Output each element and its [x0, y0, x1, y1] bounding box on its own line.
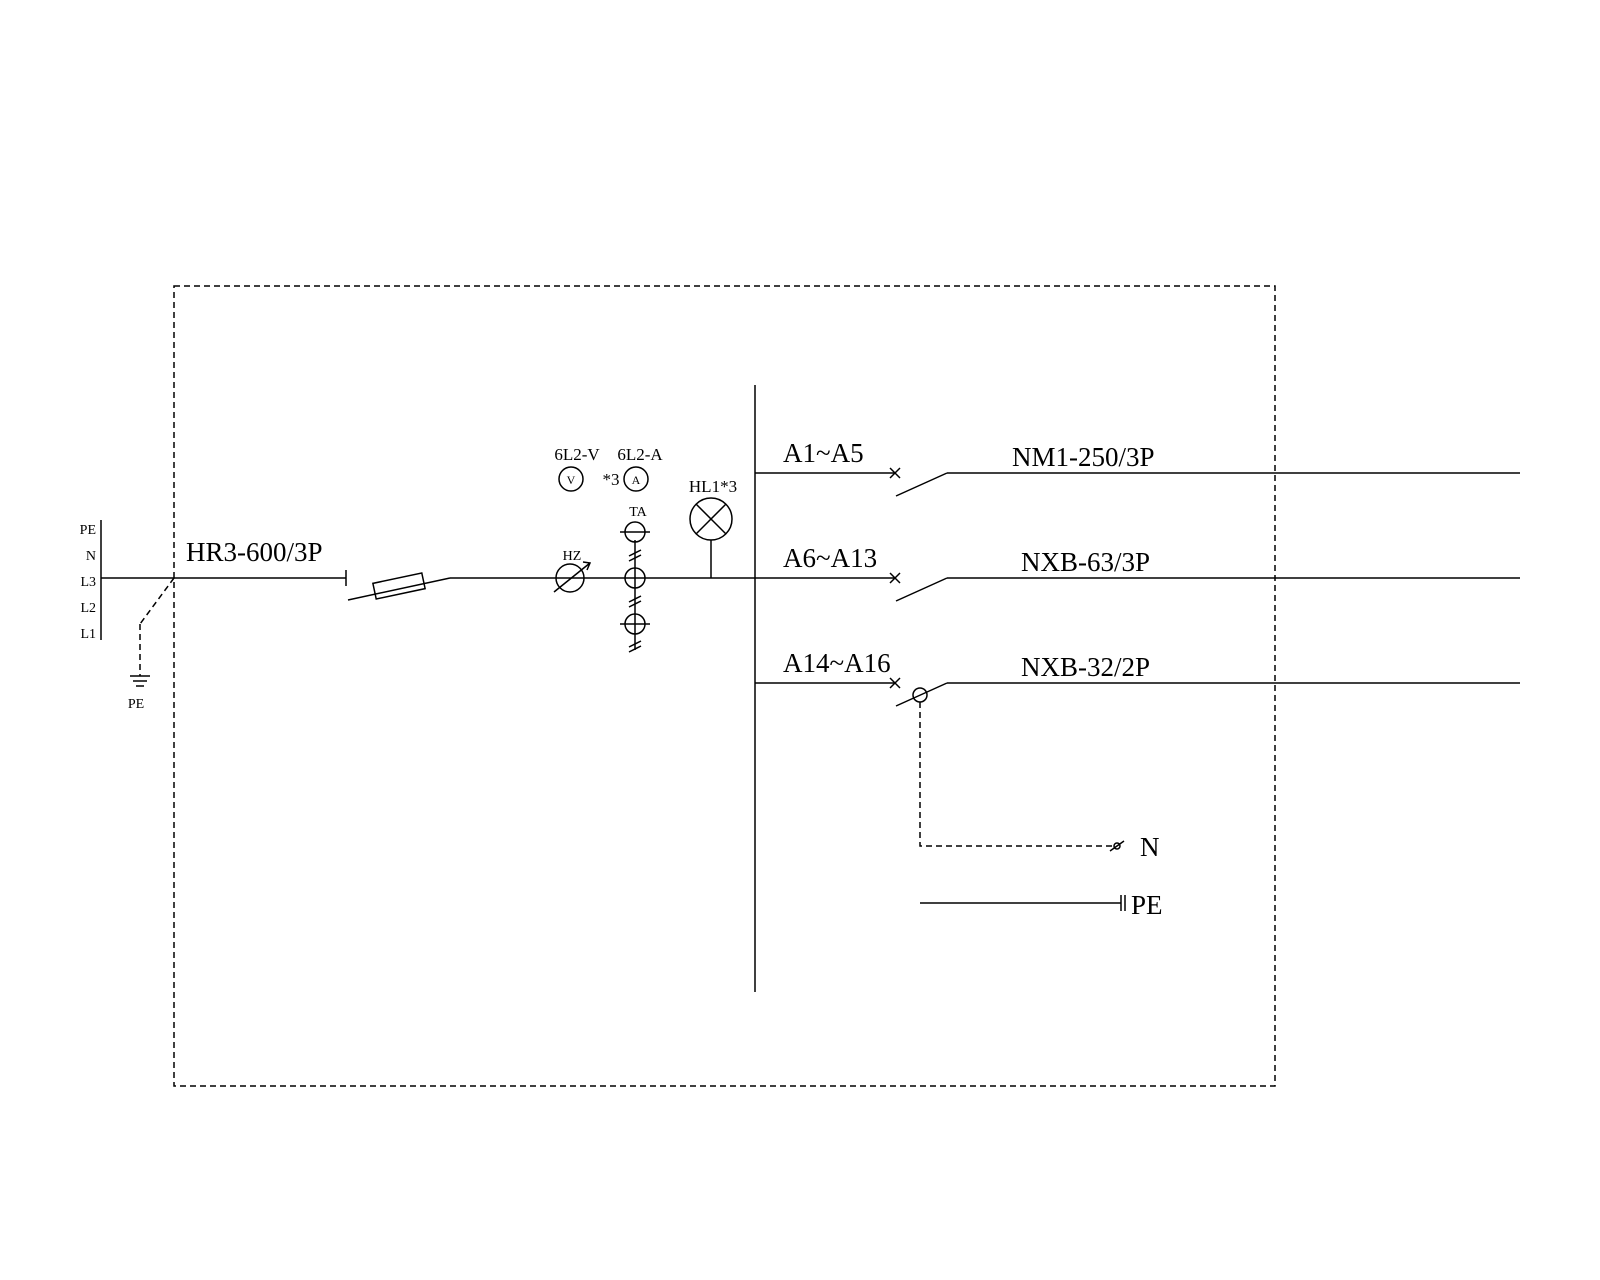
earth-terminal-label: PE [1131, 890, 1163, 920]
indicator-lamp-label: HL1*3 [689, 477, 737, 496]
outgoing-circuit-3 [755, 677, 1520, 707]
frequency-meter-label: HZ [563, 549, 582, 564]
ground-label: PE [128, 697, 144, 712]
outgoing-circuit-2 [755, 572, 1520, 602]
ammeter-label: 6L2-A [617, 445, 663, 464]
neutral-terminal-label: N [1140, 832, 1160, 862]
outgoing-circuit-1-breaker: NM1-250/3P [1012, 442, 1155, 472]
incoming-switch-label: HR3-600/3P [186, 537, 323, 567]
frequency-meter-symbol [553, 561, 592, 593]
voltmeter-label: 6L2-V [554, 445, 600, 464]
enclosure-boundary [173, 285, 1276, 1087]
bus-label-l3: L3 [80, 575, 96, 590]
earth-connection [920, 895, 1126, 911]
bus-label-l1: L1 [80, 627, 96, 642]
voltmeter-symbol [558, 466, 584, 492]
indicator-lamp-symbol [689, 497, 733, 578]
bus-label-n: N [86, 549, 96, 564]
outgoing-circuit-2-range: A6~A13 [783, 543, 877, 573]
bus-label-pe: PE [80, 523, 96, 538]
ammeter-multiplier: *3 [603, 470, 620, 489]
outgoing-circuit-1-range: A1~A5 [783, 438, 864, 468]
outgoing-circuit-1 [755, 467, 1520, 497]
fuse-switch-symbol [345, 570, 755, 601]
ammeter-letter: A [632, 473, 641, 487]
current-transformer-label: TA [629, 505, 647, 520]
outgoing-circuit-3-range: A14~A16 [783, 648, 891, 678]
ammeter-symbol [623, 466, 649, 492]
current-transformer-symbols [620, 521, 650, 653]
outgoing-circuit-3-breaker: NXB-32/2P [1021, 652, 1150, 682]
neutral-connection [919, 702, 1125, 852]
outgoing-circuit-2-breaker: NXB-63/3P [1021, 547, 1150, 577]
ground-connection [130, 577, 175, 687]
voltmeter-letter: V [567, 473, 576, 487]
bus-label-l2: L2 [80, 601, 96, 616]
